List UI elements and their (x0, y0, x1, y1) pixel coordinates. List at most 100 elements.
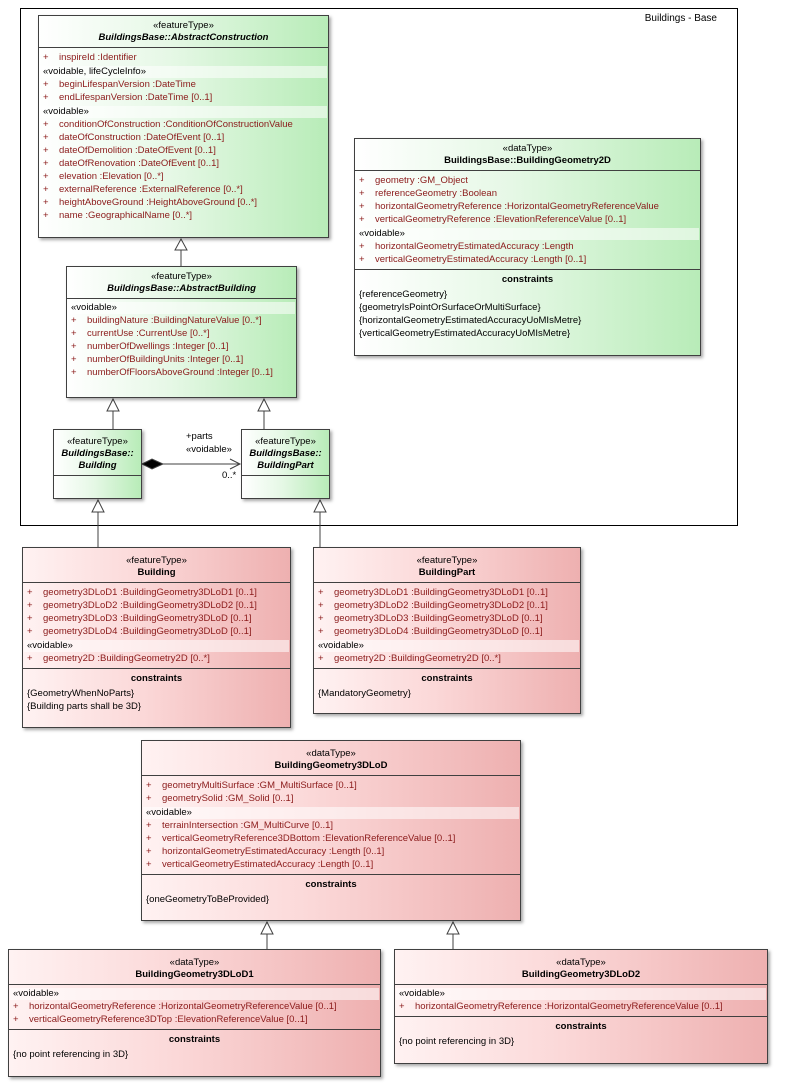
attribute-section: +geometry3DLoD1 :BuildingGeometry3DLoD1 … (314, 582, 580, 668)
stereotype: «dataType» (556, 957, 606, 968)
attribute-row: +currentUse :CurrentUse [0..*] (71, 328, 210, 339)
generalization-arrow (260, 920, 274, 935)
constraint-row: {no point referencing in 3D} (399, 1036, 515, 1047)
parts-role-label: +parts (186, 431, 213, 442)
class-header: «featureType» BuildingsBase:: BuildingPa… (242, 430, 329, 475)
stereotype-group: «voidable» (143, 807, 519, 819)
class-base-building-part[interactable]: «featureType» BuildingsBase:: BuildingPa… (241, 429, 330, 499)
attribute-section: «voidable» +buildingNature :BuildingNatu… (67, 298, 296, 382)
stereotype: «featureType» (151, 271, 212, 282)
constraint-row: {MandatoryGeometry} (318, 688, 411, 699)
attribute-row: +numberOfDwellings :Integer [0..1] (71, 341, 229, 352)
attribute-row: +geometryMultiSurface :GM_MultiSurface [… (146, 780, 357, 791)
class-building-part[interactable]: «featureType» BuildingPart +geometry3DLo… (313, 547, 581, 714)
attribute-row: +buildingNature :BuildingNatureValue [0.… (71, 315, 262, 326)
class-name: BuildingGeometry3DLoD2 (521, 969, 641, 980)
class-name: BuildingGeometry3DLoD (274, 760, 388, 771)
constraint-row: {verticalGeometryEstimatedAccuracyUoMIsM… (359, 328, 571, 339)
class-header: «dataType» BuildingGeometry3DLoD1 (9, 950, 380, 984)
constraint-row: {referenceGeometry} (359, 289, 448, 300)
class-base-building[interactable]: «featureType» BuildingsBase:: Building (53, 429, 142, 499)
stereotype-group: «voidable» (396, 988, 766, 1000)
generalization-arrow (91, 498, 105, 513)
constraints-title: constraints (305, 879, 357, 890)
constraints-section: constraints {referenceGeometry} {geometr… (355, 269, 700, 343)
constraints-title: constraints (501, 274, 554, 285)
stereotype: «dataType» (169, 957, 220, 968)
package-frame: Buildings - Base (20, 8, 738, 526)
attribute-row: +verticalGeometryReference3DBottom :Elev… (146, 833, 456, 844)
attribute-row: +name :GeographicalName [0..*] (43, 210, 193, 221)
attribute-section: «voidable» +horizontalGeometryReference … (395, 984, 767, 1016)
stereotype-group: «voidable» (356, 228, 699, 240)
stereotype: «featureType» (416, 555, 478, 566)
attribute-row: +heightAboveGround :HeightAboveGround [0… (43, 197, 258, 208)
attribute-row: +geometry3DLoD2 :BuildingGeometry3DLoD2 … (27, 600, 257, 611)
attribute-row: +verticalGeometryReference :ElevationRef… (359, 214, 627, 225)
class-name: Building (78, 460, 117, 471)
class-name: BuildingsBase::BuildingGeometry2D (444, 155, 611, 166)
attribute-row: +horizontalGeometryEstimatedAccuracy :Le… (146, 846, 385, 857)
stereotype-group: «voidable» (40, 106, 327, 118)
class-building-geometry-2d[interactable]: «dataType» BuildingsBase::BuildingGeomet… (354, 138, 701, 356)
class-header: «featureType» BuildingPart (314, 548, 580, 582)
stereotype-group: «voidable, lifeCycleInfo» (40, 66, 327, 78)
generalization-arrow (106, 397, 120, 412)
parts-stereotype-label: «voidable» (186, 444, 232, 455)
attribute-row: +geometry2D :BuildingGeometry2D [0..*] (318, 653, 501, 664)
constraint-row: {oneGeometryToBeProvided} (146, 894, 270, 905)
class-header: «dataType» BuildingGeometry3DLoD (142, 741, 520, 775)
navigability-arrow (229, 458, 242, 470)
stereotype-group: «voidable» (68, 302, 295, 314)
class-building-geometry-3d-lod[interactable]: «dataType» BuildingGeometry3DLoD +geomet… (141, 740, 521, 921)
stereotype: «featureType» (126, 555, 187, 566)
class-abstract-construction[interactable]: «featureType» BuildingsBase::AbstractCon… (38, 15, 329, 238)
attribute-row: +geometry3DLoD4 :BuildingGeometry3DLoD [… (27, 626, 252, 637)
attribute-row: +horizontalGeometryReference :Horizontal… (359, 201, 659, 212)
attribute-row: +dateOfDemolition :DateOfEvent [0..1] (43, 145, 216, 156)
attribute-row: +geometry3DLoD1 :BuildingGeometry3DLoD1 … (27, 587, 257, 598)
attribute-row: +verticalGeometryEstimatedAccuracy :Leng… (146, 859, 374, 870)
attribute-section: «voidable» +horizontalGeometryReference … (9, 984, 380, 1029)
constraints-section: constraints {oneGeometryToBeProvided} (142, 874, 520, 909)
attribute-section: +geometry :GM_Object +referenceGeometry … (355, 170, 700, 269)
attribute-section (54, 475, 141, 492)
stereotype: «dataType» (306, 748, 356, 759)
class-abstract-building[interactable]: «featureType» BuildingsBase::AbstractBui… (66, 266, 297, 398)
attribute-row: +geometry :GM_Object (359, 175, 468, 186)
package-title: Buildings - Base (644, 13, 717, 24)
attribute-row: +geometry2D :BuildingGeometry2D [0..*] (27, 653, 210, 664)
attribute-row: +geometrySolid :GM_Solid [0..1] (146, 793, 294, 804)
class-header: «dataType» BuildingsBase::BuildingGeomet… (355, 139, 700, 170)
parts-multiplicity-label: 0..* (222, 470, 237, 481)
attribute-row: +referenceGeometry :Boolean (359, 188, 497, 199)
constraint-row: {GeometryWhenNoParts} (27, 688, 135, 699)
class-header: «featureType» BuildingsBase::AbstractBui… (67, 267, 296, 298)
constraints-title: constraints (168, 1034, 221, 1045)
attribute-row: +dateOfRenovation :DateOfEvent [0..1] (43, 158, 220, 169)
attribute-row: +geometry3DLoD3 :BuildingGeometry3DLoD [… (27, 613, 252, 624)
attribute-row: +dateOfConstruction :DateOfEvent [0..1] (43, 132, 225, 143)
attribute-row: +geometry3DLoD4 :BuildingGeometry3DLoD [… (318, 626, 543, 637)
generalization-arrow (174, 237, 188, 251)
attribute-row: +elevation :Elevation [0..*] (43, 171, 164, 182)
attribute-row: +inspireId :Identifier (43, 52, 137, 63)
class-building[interactable]: «featureType» Building +geometry3DLoD1 :… (22, 547, 291, 728)
constraints-section: constraints {GeometryWhenNoParts} {Build… (23, 668, 290, 716)
stereotype: «dataType» (502, 143, 553, 154)
attribute-row: +horizontalGeometryReference :Horizontal… (399, 1001, 723, 1012)
class-building-geometry-3d-lod2[interactable]: «dataType» BuildingGeometry3DLoD2 «voida… (394, 949, 768, 1064)
attribute-row: +terrainIntersection :GM_MultiCurve [0..… (146, 820, 334, 831)
class-building-geometry-3d-lod1[interactable]: «dataType» BuildingGeometry3DLoD1 «voida… (8, 949, 381, 1077)
attribute-section: +geometry3DLoD1 :BuildingGeometry3DLoD1 … (23, 582, 290, 668)
constraints-title: constraints (421, 673, 473, 684)
attribute-row: +conditionOfConstruction :ConditionOfCon… (43, 119, 293, 130)
stereotype-group: «voidable» (10, 988, 379, 1000)
constraint-row: {geometryIsPointOrSurfaceOrMultiSurface} (359, 302, 541, 313)
attribute-row: +numberOfFloorsAboveGround :Integer [0..… (71, 367, 273, 378)
constraints-section: constraints {MandatoryGeometry} (314, 668, 580, 703)
class-name: BuildingGeometry3DLoD1 (135, 969, 254, 980)
class-name: BuildingPart (418, 567, 476, 578)
stereotype: «featureType» (153, 20, 214, 31)
